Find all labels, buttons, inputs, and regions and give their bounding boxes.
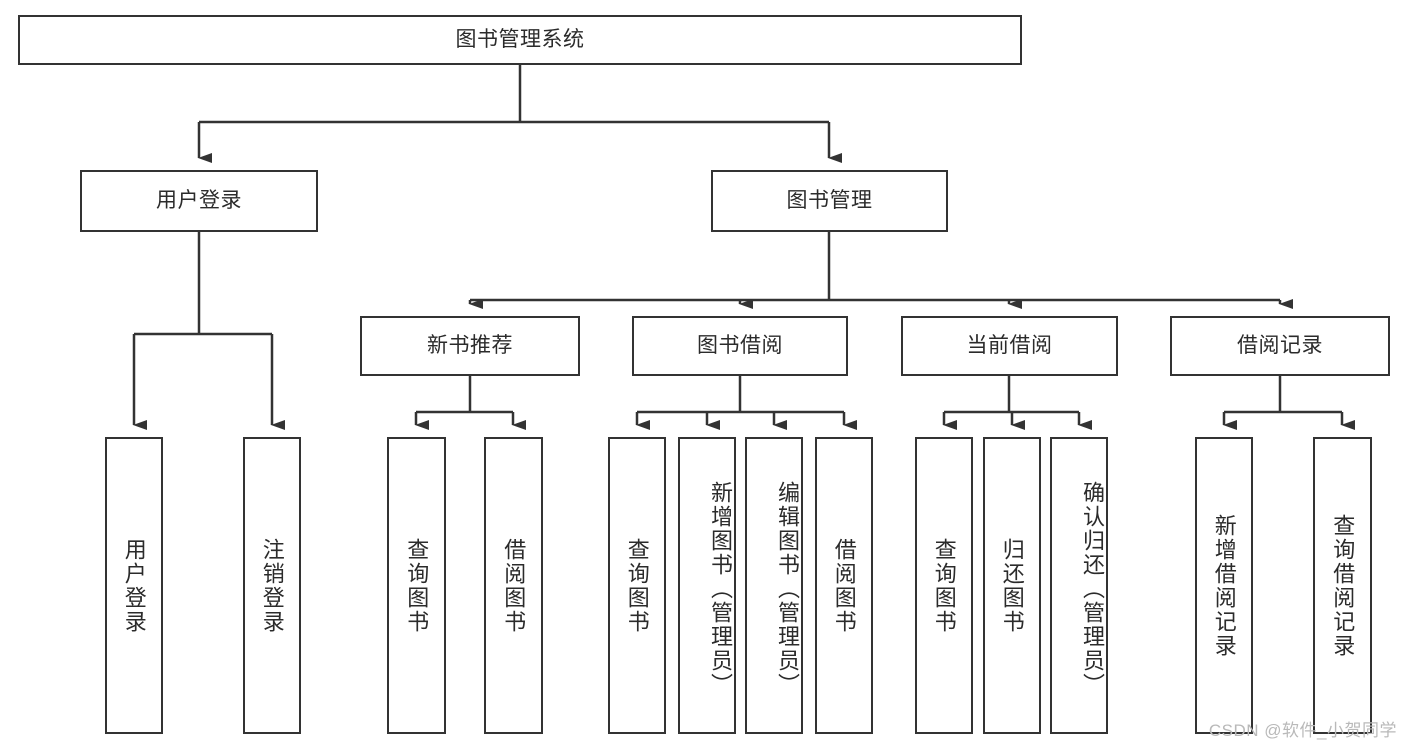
node-leaf-query-book-2[interactable]: 查询图书 xyxy=(608,437,666,734)
node-leaf-logout[interactable]: 注销登录 xyxy=(243,437,301,734)
node-leaf-query-book-1[interactable]: 查询图书 xyxy=(387,437,446,734)
node-leaf-return-book-label: 归还图书 xyxy=(999,537,1025,634)
node-leaf-borrow-book-1-label: 借阅图书 xyxy=(501,537,527,634)
node-book-borrow[interactable]: 图书借阅 xyxy=(632,316,848,376)
node-user-login[interactable]: 用户登录 xyxy=(80,170,318,232)
node-leaf-user-login-label: 用户登录 xyxy=(121,537,147,634)
node-leaf-query-book-1-label: 查询图书 xyxy=(404,537,430,634)
node-borrow-record-label: 借阅记录 xyxy=(1237,334,1323,358)
node-current-borrow[interactable]: 当前借阅 xyxy=(901,316,1118,376)
node-leaf-query-record[interactable]: 查询借阅记录 xyxy=(1313,437,1372,734)
node-borrow-record[interactable]: 借阅记录 xyxy=(1170,316,1390,376)
node-leaf-edit-book-label: 编辑图书（管理员） xyxy=(775,480,800,697)
node-new-book-recommend-label: 新书推荐 xyxy=(427,334,513,358)
node-root-label: 图书管理系统 xyxy=(455,28,585,52)
node-current-borrow-label: 当前借阅 xyxy=(966,334,1053,358)
node-leaf-borrow-book-2[interactable]: 借阅图书 xyxy=(815,437,873,734)
node-user-login-label: 用户登录 xyxy=(156,189,242,213)
node-leaf-add-record-label: 新增借阅记录 xyxy=(1211,513,1237,658)
node-leaf-logout-label: 注销登录 xyxy=(259,537,285,634)
node-leaf-query-record-label: 查询借阅记录 xyxy=(1330,513,1356,658)
node-leaf-add-book-label: 新增图书（管理员） xyxy=(708,480,733,697)
node-leaf-user-login[interactable]: 用户登录 xyxy=(105,437,163,734)
csdn-watermark: CSDN @软件_小贺同学 xyxy=(1208,721,1397,740)
node-book-manage-label: 图书管理 xyxy=(786,189,873,213)
node-leaf-confirm-return-label: 确认归还（管理员） xyxy=(1080,480,1105,697)
node-book-manage[interactable]: 图书管理 xyxy=(711,170,948,232)
node-book-borrow-label: 图书借阅 xyxy=(697,334,783,358)
node-leaf-query-book-2-label: 查询图书 xyxy=(624,537,650,634)
node-leaf-add-record[interactable]: 新增借阅记录 xyxy=(1195,437,1253,734)
node-leaf-return-book[interactable]: 归还图书 xyxy=(983,437,1041,734)
node-leaf-borrow-book-1[interactable]: 借阅图书 xyxy=(484,437,543,734)
node-leaf-query-book-3[interactable]: 查询图书 xyxy=(915,437,973,734)
node-leaf-add-book[interactable]: 新增图书（管理员） xyxy=(678,437,736,734)
node-leaf-query-book-3-label: 查询图书 xyxy=(931,537,957,634)
node-new-book-recommend[interactable]: 新书推荐 xyxy=(360,316,580,376)
node-root[interactable]: 图书管理系统 xyxy=(18,15,1022,65)
node-leaf-confirm-return[interactable]: 确认归还（管理员） xyxy=(1050,437,1108,734)
node-leaf-borrow-book-2-label: 借阅图书 xyxy=(831,537,857,634)
node-leaf-edit-book[interactable]: 编辑图书（管理员） xyxy=(745,437,803,734)
